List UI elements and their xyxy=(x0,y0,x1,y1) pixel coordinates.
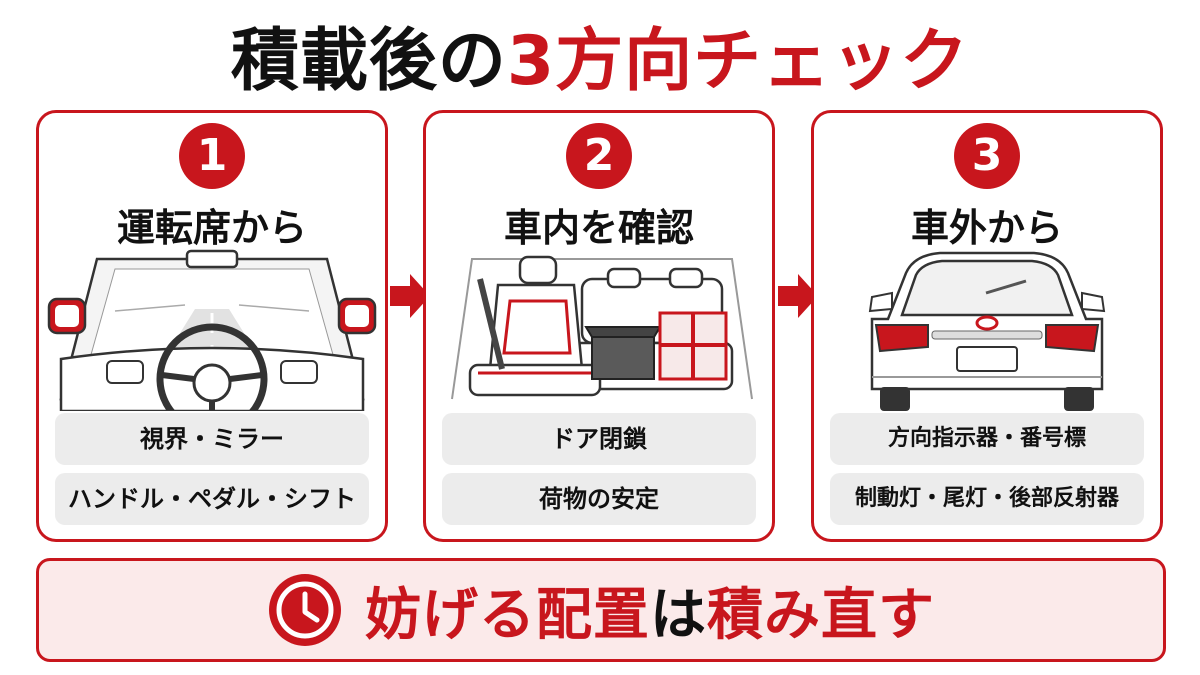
banner-message: 妨げる配置は積み直す xyxy=(365,570,935,651)
arrow-right-icon xyxy=(778,274,818,318)
step-number-badge: 3 xyxy=(954,123,1020,189)
panel-title: 車内を確認 xyxy=(503,206,694,250)
bottom-banner: 妨げる配置は積み直す xyxy=(36,558,1166,662)
driver-view-icon xyxy=(47,249,377,411)
arrow-right-icon xyxy=(390,274,430,318)
banner-part1: 妨げる配置 xyxy=(365,582,650,648)
panel-title: 運転席から xyxy=(116,206,307,250)
car-interior-icon xyxy=(451,255,753,400)
clock-icon xyxy=(269,574,341,646)
check-item: ハンドル・ペダル・シフト xyxy=(55,473,369,525)
check-item: 制動灯・尾灯・後部反射器 xyxy=(830,473,1144,525)
check-item: 方向指示器・番号標 xyxy=(830,413,1144,465)
step-number-badge: 2 xyxy=(566,123,632,189)
banner-part3: 積み直す xyxy=(707,582,935,648)
car-rear-icon xyxy=(868,251,1106,411)
page-title: 積載後の3方向チェック xyxy=(0,16,1200,108)
step-number-badge: 1 xyxy=(179,123,245,189)
check-item: ドア閉鎖 xyxy=(442,413,756,465)
title-part2: 3方向チェック xyxy=(506,22,970,101)
check-item: 荷物の安定 xyxy=(442,473,756,525)
banner-part2: は xyxy=(650,582,707,648)
panel-exterior: 3 車外から 方向指示器・番号標 制動灯・尾灯・後部反射器 xyxy=(811,110,1163,542)
panel-title: 車外から xyxy=(910,206,1063,250)
panel-interior: 2 車内を確認 ドア閉鎖 荷物の安定 xyxy=(423,110,775,542)
panel-driver-seat: 1 運転席から 視界・ミラー ハンドル・ペダル・シフト xyxy=(36,110,388,542)
check-item: 視界・ミラー xyxy=(55,413,369,465)
title-part1: 積載後の xyxy=(230,22,507,101)
